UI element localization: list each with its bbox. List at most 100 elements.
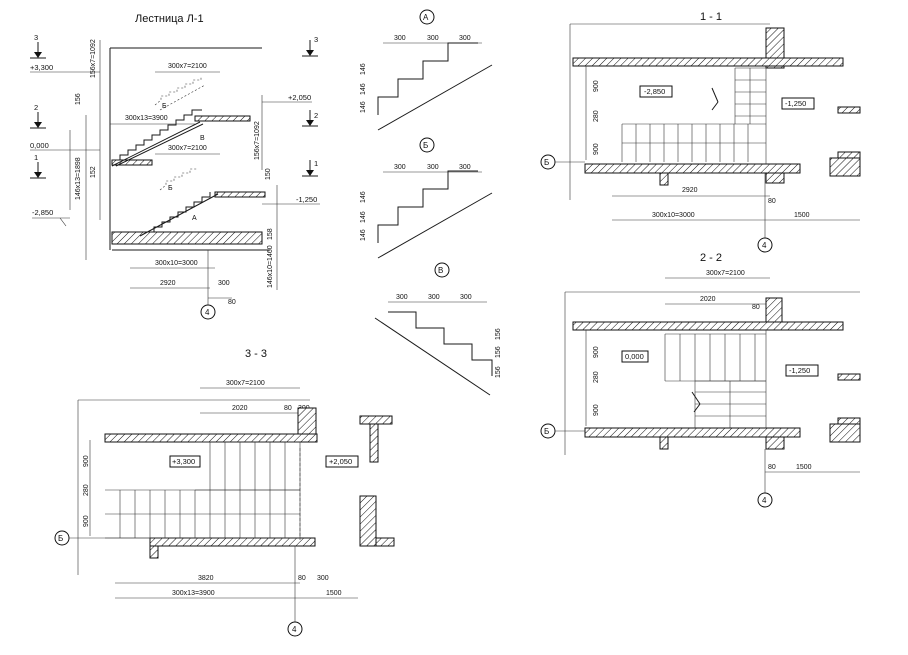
svg-text:3820: 3820 <box>198 575 214 582</box>
svg-text:2: 2 <box>314 111 318 120</box>
svg-text:300: 300 <box>459 164 471 171</box>
svg-text:300: 300 <box>428 294 440 301</box>
dim-h-2920: 2920 <box>160 280 176 287</box>
level-1-1-left: -2,850 <box>644 87 665 96</box>
svg-text:Б: Б <box>544 158 549 167</box>
svg-text:1: 1 <box>34 153 38 162</box>
level-2-2-right: -1,250 <box>789 366 810 375</box>
dim-v-5: 150 <box>265 168 272 180</box>
svg-text:4: 4 <box>292 625 297 634</box>
svg-text:1: 1 <box>314 159 318 168</box>
steps-grid-3-3 <box>105 441 301 539</box>
level-2-2-left: 0,000 <box>625 352 644 361</box>
svg-text:300: 300 <box>460 294 472 301</box>
axis-4-2-2 <box>757 492 773 508</box>
stair-elevation: Лестница Л-1 156x7=1092 156 146x13=1898 … <box>30 13 320 320</box>
level-plus2050: +2,050 <box>288 93 311 102</box>
svg-text:900: 900 <box>593 404 600 416</box>
svg-text:300: 300 <box>427 164 439 171</box>
section-1-1: 1 - 1 <box>540 11 861 253</box>
level-plus3300: +3,300 <box>30 63 53 72</box>
dim-h-upper: 300x7=2100 <box>168 63 207 70</box>
svg-text:280: 280 <box>593 110 600 122</box>
svg-text:4: 4 <box>205 308 210 317</box>
svg-text:156: 156 <box>495 346 502 358</box>
section-mark-1-right: 1 <box>302 159 318 177</box>
svg-text:900: 900 <box>593 80 600 92</box>
dim-h-3000: 300x10=3000 <box>155 260 198 267</box>
dim-v-8: 158 <box>267 228 274 240</box>
steps-grid-1-1 <box>621 67 767 164</box>
svg-text:146: 146 <box>360 63 367 75</box>
elevation-title: Лестница Л-1 <box>135 13 204 25</box>
section-1-1-title: 1 - 1 <box>700 11 722 23</box>
svg-text:2020: 2020 <box>232 405 248 412</box>
dim-h-mid1: 300x13=3900 <box>125 115 168 122</box>
svg-text:1500: 1500 <box>326 590 342 597</box>
svg-text:Б: Б <box>423 141 428 150</box>
dim-v-3: 146x13=1898 <box>75 157 82 200</box>
dim-h-300: 300 <box>218 280 230 287</box>
level-minus1250: -1,250 <box>296 195 317 204</box>
svg-text:900: 900 <box>83 515 90 527</box>
svg-text:300: 300 <box>396 294 408 301</box>
section-mark-2-left: 2 <box>30 103 46 129</box>
section-mark-3-left: 3 <box>30 33 46 59</box>
svg-text:900: 900 <box>593 143 600 155</box>
section-mark-3-right: 3 <box>302 35 318 57</box>
level-minus2850: -2,850 <box>32 208 53 217</box>
svg-text:300: 300 <box>394 35 406 42</box>
svg-text:280: 280 <box>593 371 600 383</box>
svg-text:2020: 2020 <box>700 296 716 303</box>
detail-b: Б 300 300 300 146 146 146 <box>360 137 493 259</box>
svg-text:146: 146 <box>360 191 367 203</box>
dim-h-mid2: 300x7=2100 <box>168 145 207 152</box>
svg-text:80: 80 <box>768 464 776 471</box>
level-zero: 0,000 <box>30 141 49 150</box>
section-2-2-title: 2 - 2 <box>700 252 722 264</box>
svg-text:156: 156 <box>495 328 502 340</box>
section-mark-2-right: 2 <box>302 110 318 127</box>
svg-text:Б: Б <box>58 534 63 543</box>
svg-text:3: 3 <box>314 35 318 44</box>
section-mark-1-left: 1 <box>30 153 46 179</box>
axis-4-elev <box>200 304 216 320</box>
flight-mark-b-2: Б <box>168 185 173 192</box>
level-1-1-right: -1,250 <box>785 99 806 108</box>
svg-text:1500: 1500 <box>794 212 810 219</box>
flight-mark-b-1: Б <box>162 103 167 110</box>
svg-text:300x7=2100: 300x7=2100 <box>706 270 745 277</box>
svg-text:900: 900 <box>593 346 600 358</box>
section-2-2: 2 - 2 300x7=2100 2020 80 300 <box>540 252 861 508</box>
steps-grid-2-2 <box>664 330 767 428</box>
svg-text:В: В <box>438 266 443 275</box>
section-3-3-title: 3 - 3 <box>245 348 267 360</box>
svg-text:3: 3 <box>34 33 38 42</box>
svg-text:300: 300 <box>427 35 439 42</box>
dim-h-80: 80 <box>228 299 236 306</box>
svg-text:146: 146 <box>360 83 367 95</box>
svg-text:80: 80 <box>284 405 292 412</box>
svg-text:300x7=2100: 300x7=2100 <box>226 380 265 387</box>
svg-text:А: А <box>423 13 429 22</box>
level-3-3-right: +2,050 <box>329 457 352 466</box>
svg-text:280: 280 <box>83 484 90 496</box>
svg-text:80: 80 <box>298 575 306 582</box>
dim-v-7: 146x10=1460 <box>267 245 274 288</box>
flight-mark-a: А <box>192 215 197 222</box>
svg-text:300: 300 <box>459 35 471 42</box>
dim-v-4: 152 <box>90 166 97 178</box>
section-3-3: 3 - 3 300x7=2100 2020 80 300 <box>54 348 395 637</box>
flight-mark-v: В <box>200 135 205 142</box>
axis-4-3-3 <box>287 621 303 637</box>
svg-text:80: 80 <box>752 304 760 311</box>
svg-text:900: 900 <box>83 455 90 467</box>
svg-text:300x10=3000: 300x10=3000 <box>652 212 695 219</box>
svg-text:146: 146 <box>360 101 367 113</box>
dim-v-2: 156 <box>75 93 82 105</box>
svg-text:156: 156 <box>495 366 502 378</box>
svg-text:1500: 1500 <box>796 464 812 471</box>
svg-text:Б: Б <box>544 427 549 436</box>
